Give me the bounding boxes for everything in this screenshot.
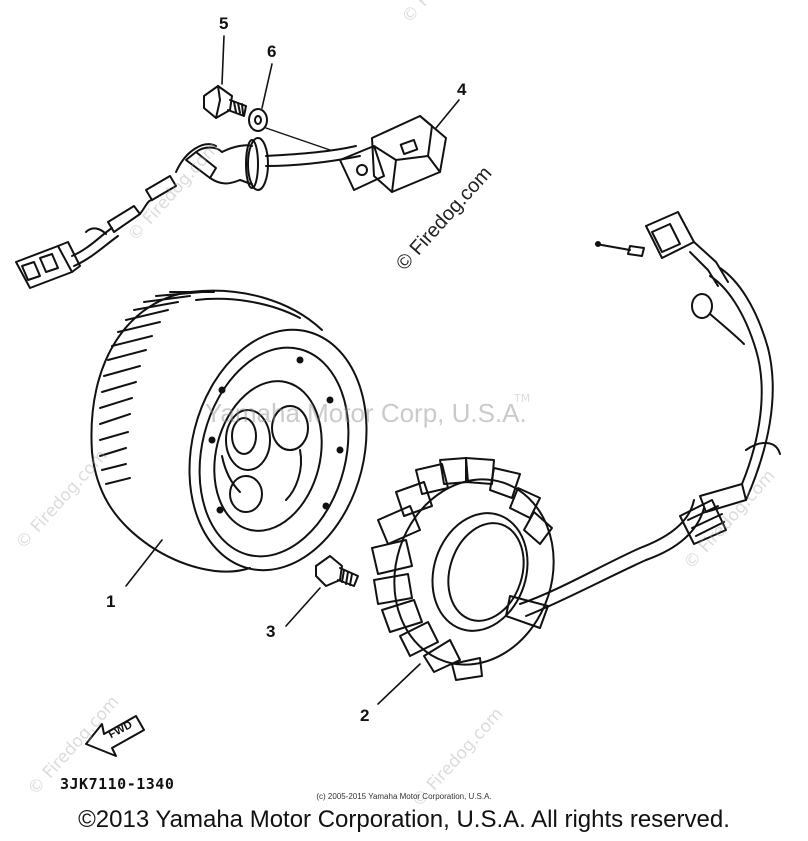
fwd-arrow-icon: [85, 715, 145, 757]
small-copyright: (c) 2005-2015 Yamaha Motor Corporation, …: [316, 792, 492, 801]
callout-3: 3: [266, 622, 276, 641]
pickup-coil-assembly: [15, 99, 460, 289]
stator-assembly: [371, 457, 647, 705]
bolt-5: [203, 35, 247, 119]
bolt-3: [285, 555, 359, 627]
center-watermark: Yamaha Motor Corp, U.S.A.: [205, 398, 527, 428]
diagram-code: 3JK7110-1340: [60, 775, 175, 793]
callout-4: 4: [457, 80, 467, 99]
stator-wire-harness: [595, 211, 781, 561]
callout-5: 5: [219, 14, 229, 33]
callout-2: 2: [360, 706, 370, 725]
washer-6: [248, 63, 273, 132]
callout-1: 1: [106, 592, 116, 611]
flywheel-rotor: [90, 289, 368, 587]
callout-6: 6: [267, 42, 277, 61]
trademark-mark: TM: [514, 392, 531, 405]
copyright-notice: ©2013 Yamaha Motor Corporation, U.S.A. A…: [78, 806, 730, 833]
